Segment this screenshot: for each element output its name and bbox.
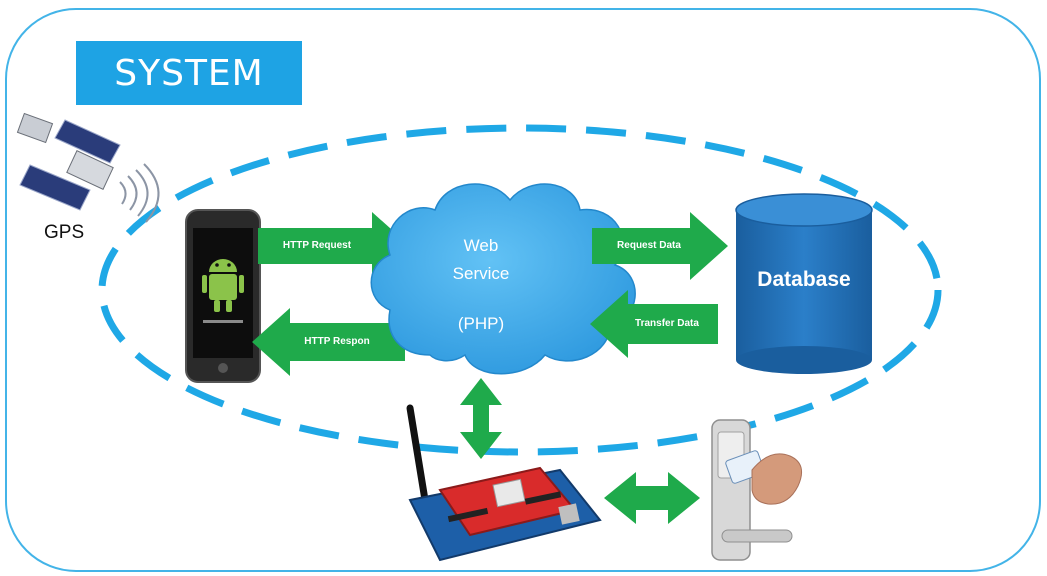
- satellite-icon: [16, 112, 160, 223]
- board-lock-double-arrow: [604, 472, 700, 524]
- transfer-data-label: Transfer Data: [635, 318, 699, 329]
- arduino-board-icon: [406, 404, 602, 562]
- http-request-arrow: [258, 212, 410, 280]
- request-data-arrow: [592, 212, 728, 280]
- cloud-label-php: (PHP): [457, 314, 505, 333]
- cloud-label-service: Service: [452, 264, 510, 283]
- transfer-data-arrow: [590, 290, 718, 358]
- rfid-door-lock-icon: [711, 419, 803, 561]
- cloud-label-web: Web: [463, 236, 499, 255]
- cloud-board-double-arrow: [460, 378, 502, 459]
- database-label: Database: [757, 268, 851, 291]
- cloud-icon: [370, 183, 636, 375]
- outer-frame: [5, 8, 1041, 572]
- system-title: SYSTEM: [76, 41, 302, 105]
- gps-label: GPS: [44, 222, 85, 243]
- database-icon: [735, 193, 873, 374]
- android-phone-icon: [185, 209, 261, 383]
- http-respond-arrow: [252, 308, 405, 376]
- http-request-label: HTTP Request: [282, 240, 352, 251]
- http-respond-label: HTTP Respon: [304, 336, 370, 347]
- system-boundary-ellipse: [98, 124, 942, 456]
- request-data-label: Request Data: [617, 240, 681, 251]
